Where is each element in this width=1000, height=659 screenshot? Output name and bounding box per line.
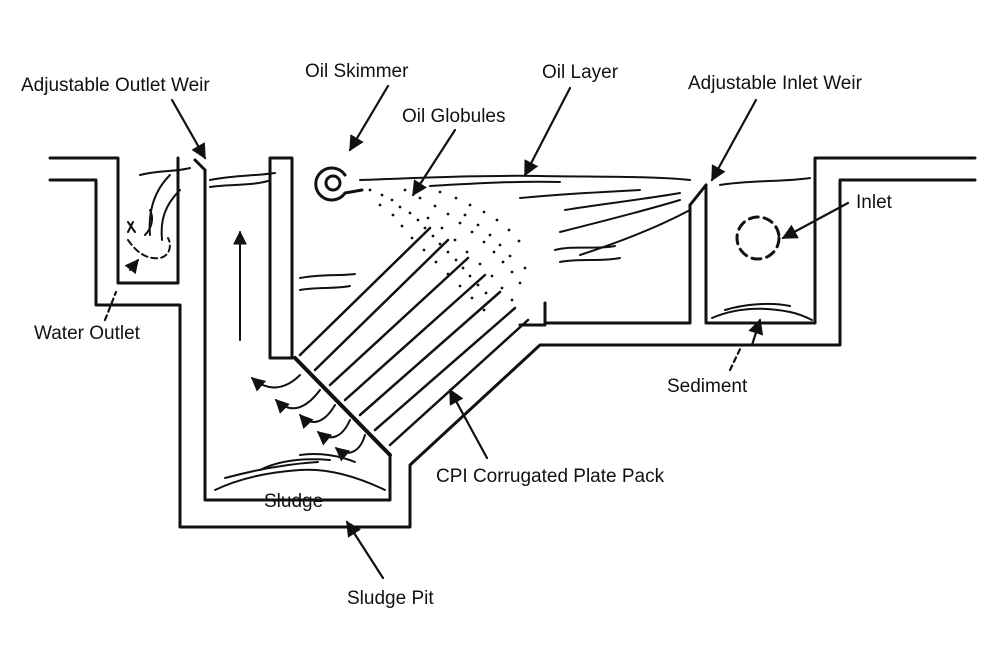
- label-oil-skimmer: Oil Skimmer: [305, 61, 409, 82]
- tank-walls: [48, 156, 977, 529]
- oil-globules: [368, 188, 527, 312]
- label-cpi-plate-pack: CPI Corrugated Plate Pack: [436, 466, 665, 487]
- sludge-deposit: [214, 452, 386, 491]
- sediment-deposit: [711, 302, 813, 321]
- label-adjustable-inlet-weir: Adjustable Inlet Weir: [688, 73, 862, 94]
- label-oil-layer: Oil Layer: [542, 62, 619, 83]
- outlet-weir: [193, 158, 207, 172]
- label-leaders: [103, 84, 850, 580]
- label-water-outlet: Water Outlet: [34, 323, 140, 344]
- inlet-weir: [688, 183, 708, 207]
- label-inlet: Inlet: [856, 192, 892, 213]
- label-sludge: Sludge: [264, 491, 324, 512]
- water-outlet-flow: [124, 174, 181, 275]
- label-adjustable-outlet-weir: Adjustable Outlet Weir: [21, 75, 210, 96]
- oil-skimmer-icon: [314, 166, 364, 202]
- label-sediment: Sediment: [667, 376, 748, 397]
- oil-layer-waves: [139, 167, 811, 291]
- label-sludge-pit: Sludge Pit: [347, 588, 434, 609]
- label-oil-globules: Oil Globules: [402, 106, 506, 127]
- flow-arrows: [233, 230, 366, 462]
- inlet-opening: [735, 215, 781, 261]
- cpi-plate-pack: [293, 226, 530, 457]
